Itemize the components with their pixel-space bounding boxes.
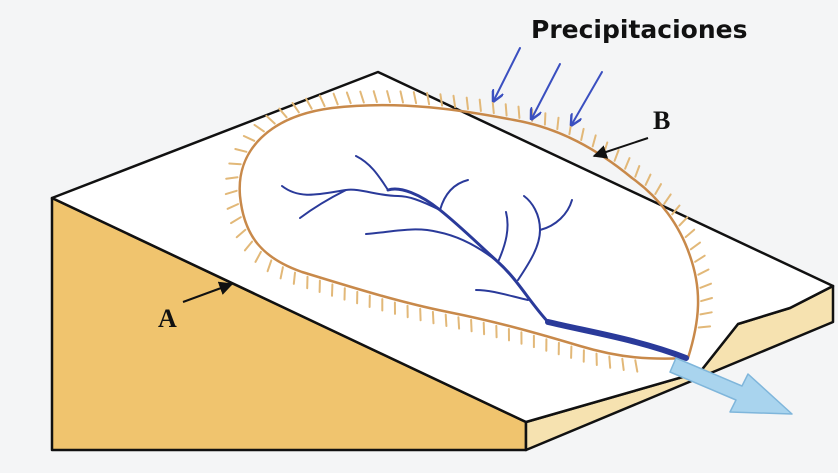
point-b-label: B — [653, 106, 670, 135]
hatch-mark — [433, 312, 434, 323]
hatch-mark — [446, 315, 447, 326]
hatch-mark — [557, 118, 558, 129]
hatch-mark — [480, 100, 481, 111]
hatch-mark — [229, 164, 240, 165]
hatch-mark — [467, 98, 468, 109]
hatch-mark — [609, 357, 610, 368]
hatch-mark — [471, 320, 472, 331]
hatch-mark — [458, 317, 459, 328]
precipitation-label: Precipitaciones — [531, 15, 747, 44]
hatch-mark — [506, 104, 507, 115]
hatch-mark — [493, 102, 494, 113]
hatch-mark — [519, 107, 520, 118]
hatch-mark — [294, 273, 295, 284]
hatch-mark — [622, 359, 623, 370]
point-a-label: A — [158, 304, 177, 333]
hatch-mark — [545, 113, 546, 124]
hatch-mark — [699, 326, 710, 327]
